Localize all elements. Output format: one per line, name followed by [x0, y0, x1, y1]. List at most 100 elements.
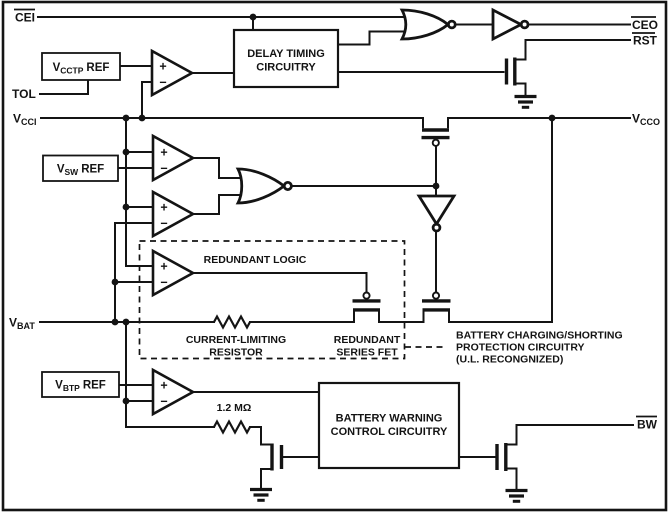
mosfet-bw-driver: [495, 443, 508, 471]
mosfets: [270, 57, 517, 471]
wire-res2-to-fet: [249, 426, 271, 446]
battery-warning-label-2: CONTROL CIRCUITRY: [331, 426, 448, 438]
resistors: [213, 314, 251, 435]
minus-mark: −: [160, 162, 167, 176]
prot-fet-gate-bubble: [431, 291, 441, 300]
mosfet-protection: [422, 291, 451, 322]
pin-label-vcci: VCCI: [13, 112, 37, 128]
minus-mark: −: [160, 217, 167, 231]
junction-dot: [122, 148, 130, 156]
plus-mark: +: [159, 60, 166, 74]
battery-warning-label-1: BATTERY WARNING: [336, 413, 443, 425]
pin-label-ceo: CEO: [632, 18, 658, 32]
protection-label-3: (U.L. RECONGNIZED): [456, 354, 563, 366]
protection-dashed-box: [138, 240, 406, 360]
minus-mark: −: [160, 276, 167, 290]
gates: [235, 7, 530, 233]
plus-mark: +: [160, 146, 167, 160]
junction-dot: [111, 318, 119, 326]
nor-gate-switchover: [235, 167, 287, 205]
comparator-vbtp: [151, 367, 196, 417]
wire-compC-out: [192, 272, 368, 294]
nor2-bubble: [282, 180, 293, 191]
resistor-value-label: 1.2 MΩ: [217, 402, 252, 414]
vsw-ref-box: [42, 154, 119, 182]
plus-mark: +: [160, 201, 167, 215]
delay-timing-box: [232, 28, 340, 89]
wire-nmos1-src: [260, 468, 271, 489]
wires: [37, 16, 634, 490]
junction-dot: [122, 318, 130, 326]
junction-dot: [138, 114, 146, 122]
junction-dot: [122, 114, 130, 122]
comparators: [150, 48, 196, 417]
comparator-marks: + − + − + − + − + −: [159, 60, 167, 409]
wire-fet-to-vcco: [448, 117, 553, 323]
protection-label-2: PROTECTION CIRCUITRY: [456, 342, 585, 354]
comparator-vsw-upper: [151, 133, 196, 183]
mosfet-redundant-series: [352, 291, 381, 322]
boxes: [41, 28, 461, 470]
plus-mark: +: [160, 260, 167, 274]
current-limiting-resistor-symbol: [213, 314, 251, 330]
redundant-fet-label-1: REDUNDANT: [334, 334, 401, 346]
red-fet-gate-bubble: [362, 291, 371, 300]
ground-warning-sense-fet: [250, 487, 272, 502]
delay-timing-label-2: CIRCUITRY: [256, 62, 316, 74]
nor1-bubble: [446, 19, 457, 30]
current-limiting-label-2: RESISTOR: [209, 347, 263, 359]
inverter-protection: [416, 194, 457, 227]
inverter-ceo: [491, 7, 525, 42]
vcctp-ref-box: [41, 52, 121, 81]
junction-dot: [432, 182, 440, 190]
mosfet-rst: [504, 57, 517, 86]
wire-bw: [506, 424, 634, 446]
current-limiting-label-1: CURRENT-LIMITING: [186, 334, 286, 346]
pin-label-tol: TOL: [12, 87, 36, 101]
pin-label-bw: BW: [637, 418, 658, 432]
pass-fet-gate-bubble: [431, 138, 440, 147]
junction-dot: [548, 114, 556, 122]
wire-tol: [39, 79, 89, 95]
warning-resistor-symbol: [213, 419, 251, 435]
junction-dot: [122, 203, 130, 211]
junction-dot: [111, 278, 119, 286]
wire-vbat-branch: [125, 321, 215, 428]
pin-label-cei: CEI: [15, 11, 35, 25]
wire-compT-minus: [141, 81, 153, 119]
wire-compB-out: [192, 194, 243, 215]
ground-rst-fet: [514, 94, 537, 109]
battery-warning-box: [317, 381, 461, 470]
ground-bw-driver-fet: [505, 488, 528, 503]
wire-sense-vbat: [114, 222, 154, 323]
pin-label-vcco: VCCO: [632, 112, 660, 128]
comparator-redundant: [151, 248, 196, 298]
grounds: [250, 94, 537, 503]
protection-label-1: BATTERY CHARGING/SHORTING: [456, 330, 623, 342]
wire-compA-out: [192, 157, 243, 179]
wire-nmos3-src: [506, 467, 518, 490]
inverter-protection-bubble: [431, 222, 442, 233]
wire-nmos2-drain: [515, 39, 527, 61]
inverter-ceo-bubble: [519, 19, 530, 30]
vbtp-ref-box: [41, 371, 120, 398]
redundant-logic-label: REDUNDANT LOGIC: [204, 254, 307, 266]
comparator-vsw-lower: [151, 189, 196, 239]
delay-timing-label-1: DELAY TIMING: [247, 48, 325, 60]
wire-delay-out1: [337, 30, 407, 46]
redundant-fet-label-2: SERIES FET: [336, 347, 398, 359]
mosfet-warning-sense: [270, 443, 284, 471]
pin-label-vbat: VBAT: [9, 316, 35, 332]
junction-dot: [122, 397, 130, 405]
mosfet-vcc-pass: [421, 117, 450, 147]
minus-mark: −: [160, 395, 167, 409]
wire-nmos2-src: [515, 82, 527, 96]
comparator-vcctp: [150, 48, 195, 98]
nor-gate-chip-enable: [399, 8, 451, 41]
minus-mark: −: [159, 76, 166, 90]
